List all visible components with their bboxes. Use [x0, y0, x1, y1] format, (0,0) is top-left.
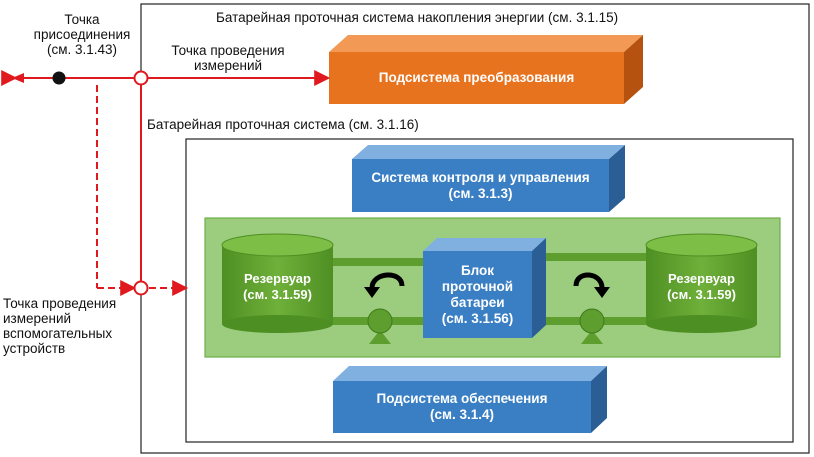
control-system-block: Система контроля и управления (см. 3.1.3… [371, 169, 590, 201]
red-connections [1, 70, 331, 296]
tank-right [645, 233, 758, 333]
connection-point-label: Точка присоединения (см. 3.1.43) [33, 12, 131, 57]
cell-stack-block: Блок проточной батареи (см. 3.1.56) [441, 262, 514, 326]
pump-left [367, 308, 393, 344]
measurement-point-label: Точка проведения измерений [171, 43, 285, 73]
cell-stack-block-shape [423, 238, 546, 338]
inner-frame-title: Батарейная проточная система (см. 3.1.16… [147, 117, 419, 132]
aux-measurement-point-label: Точка проведения измерений вспомогательн… [3, 296, 117, 356]
tank-left [221, 233, 334, 333]
tank-left-label: Резервуар (см. 3.1.59) [243, 271, 312, 302]
tank-right-label: Резервуар (см. 3.1.59) [667, 271, 736, 302]
measurement-point-node [133, 70, 149, 86]
support-block-shape [333, 366, 607, 433]
outer-frame-title: Батарейная проточная система накопления … [216, 10, 619, 25]
support-subsystem-block: Подсистема обеспечения (см. 3.1.4) [376, 391, 548, 422]
control-block-shape [352, 145, 625, 212]
aux-measurement-point-node [133, 280, 149, 296]
flow-arrow-left-icon [364, 272, 405, 298]
connection-point-node [52, 71, 66, 85]
pump-right [579, 308, 605, 344]
conversion-subsystem-block: Подсистема преобразования [378, 70, 575, 85]
arrow-left-icon [12, 73, 24, 83]
flow-arrow-right-icon [573, 272, 610, 298]
conversion-block-shape [329, 35, 643, 104]
